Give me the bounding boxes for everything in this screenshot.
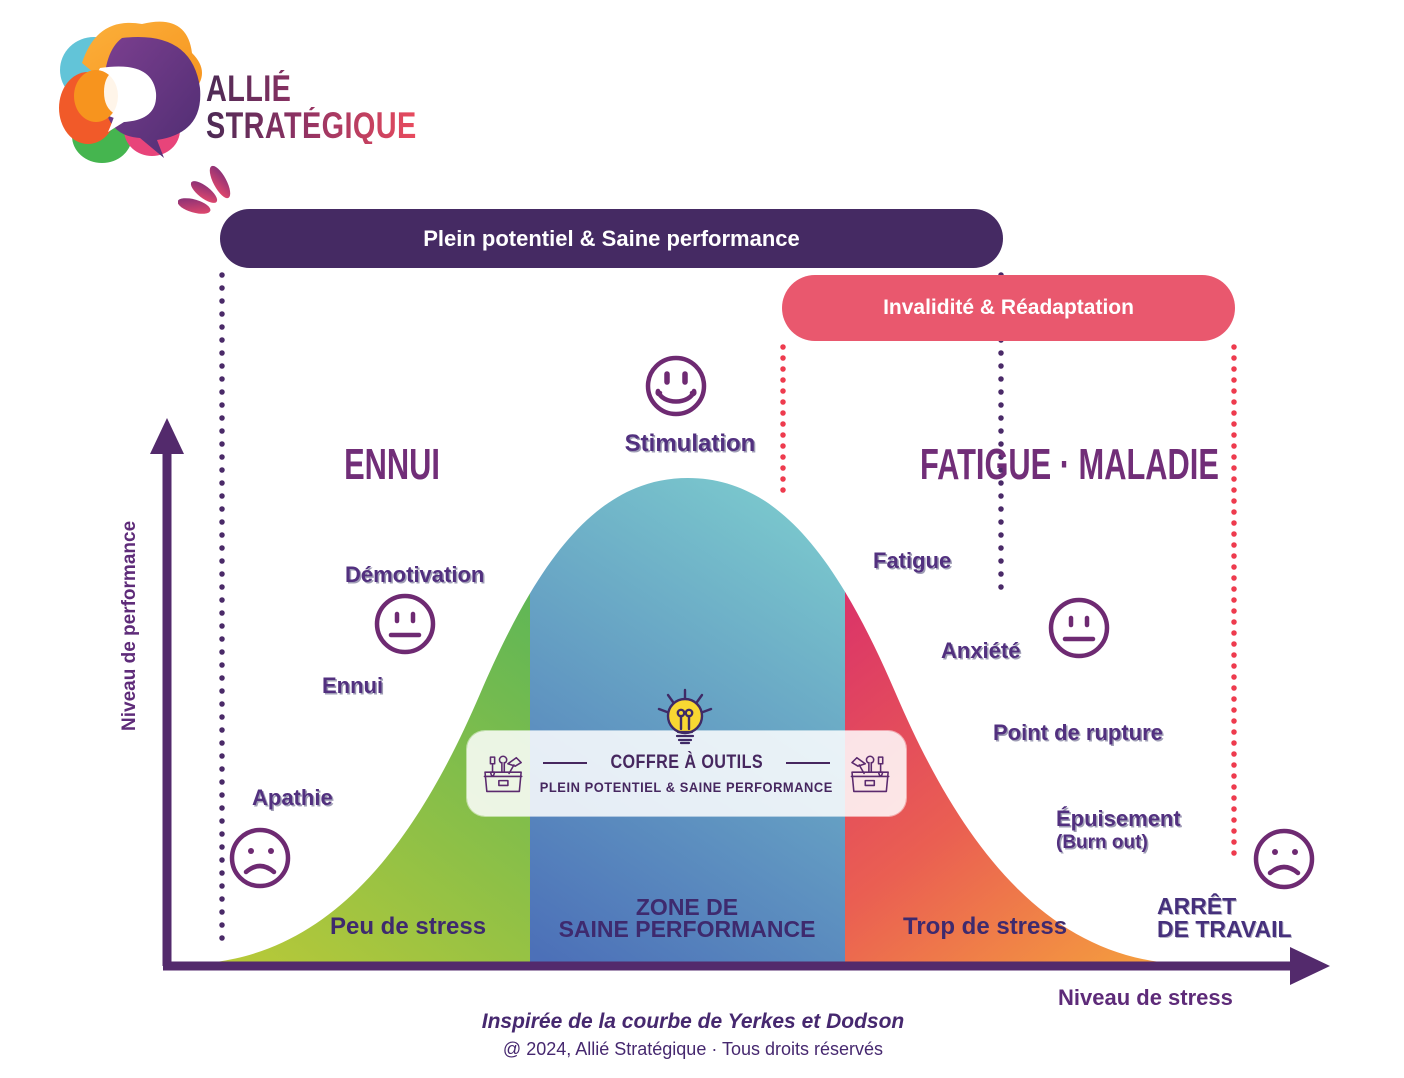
- label-arret-de-travail: ARRÊT DE TRAVAIL: [1157, 895, 1292, 941]
- neutral-face-icon-right: [1048, 597, 1110, 659]
- zone-title-ennui: ENNUI: [344, 440, 440, 489]
- banner-invalidite: Invalidité & Réadaptation: [782, 275, 1235, 341]
- lightbulb-icon: [657, 688, 713, 745]
- label-demotivation: Démotivation: [345, 562, 485, 587]
- label-anxiete: Anxiété: [941, 638, 1021, 663]
- arret-line2: DE TRAVAIL: [1157, 916, 1292, 942]
- arret-line1: ARRÊT: [1157, 893, 1237, 919]
- dash-right: [786, 761, 831, 765]
- footer-credit: Inspirée de la courbe de Yerkes et Dodso…: [481, 1010, 905, 1033]
- x-axis-label: Niveau de stress: [1058, 985, 1233, 1010]
- logo-wordmark: ALLIÉ STRATÉGIQUE: [206, 70, 476, 144]
- label-apathie: Apathie: [252, 785, 333, 810]
- label-burnout: (Burn out): [1056, 832, 1148, 853]
- banner-invalidite-label: Invalidité & Réadaptation: [883, 296, 1134, 319]
- axes: [150, 418, 1330, 985]
- toolbox-text: COFFRE À OUTILS PLEIN POTENTIEL & SAINE …: [527, 752, 846, 795]
- sad-face-icon-right: [1253, 828, 1315, 890]
- toolbox-title: COFFRE À OUTILS: [610, 752, 763, 773]
- label-point-de-rupture: Point de rupture: [993, 720, 1163, 745]
- label-ennui: Ennui: [322, 673, 384, 698]
- zone-title-fatigue-maladie: FATIGUE · MALADIE: [920, 440, 1219, 489]
- zone-line1: ZONE DE: [635, 894, 739, 920]
- logo-line1: ALLIÉ: [206, 70, 417, 107]
- logo-line2: STRATÉGIQUE: [206, 105, 417, 146]
- banner-plein-potentiel: Plein potentiel & Saine performance: [220, 209, 1003, 268]
- label-epuisement: Épuisement: [1056, 806, 1181, 831]
- toolbox-icon-right: [850, 754, 890, 792]
- banner-plein-potentiel-label: Plein potentiel & Saine performance: [423, 225, 800, 251]
- label-zone-saine-performance: ZONE DE SAINE PERFORMANCE: [537, 894, 837, 942]
- sad-face-icon-left: [229, 827, 291, 889]
- dash-left: [542, 761, 587, 765]
- toolbox-banner: COFFRE À OUTILS PLEIN POTENTIEL & SAINE …: [467, 731, 906, 816]
- logo-mark: [59, 21, 202, 163]
- label-trop-de-stress: Trop de stress: [903, 913, 1068, 940]
- happy-face-icon: [645, 355, 707, 417]
- footer-copyright: @ 2024, Allié Stratégique · Tous droits …: [502, 1039, 884, 1059]
- y-axis-label: Niveau de performance: [119, 520, 140, 731]
- sparkle-icon: [178, 165, 231, 214]
- toolbox-subtitle: PLEIN POTENTIEL & SAINE PERFORMANCE: [539, 779, 834, 795]
- zone-line2: SAINE PERFORMANCE: [558, 916, 816, 942]
- label-fatigue: Fatigue: [873, 548, 952, 573]
- label-stimulation: Stimulation: [624, 430, 756, 457]
- toolbox-icon-left: [483, 754, 523, 792]
- label-peu-de-stress: Peu de stress: [330, 913, 487, 940]
- neutral-face-icon-left: [374, 593, 436, 655]
